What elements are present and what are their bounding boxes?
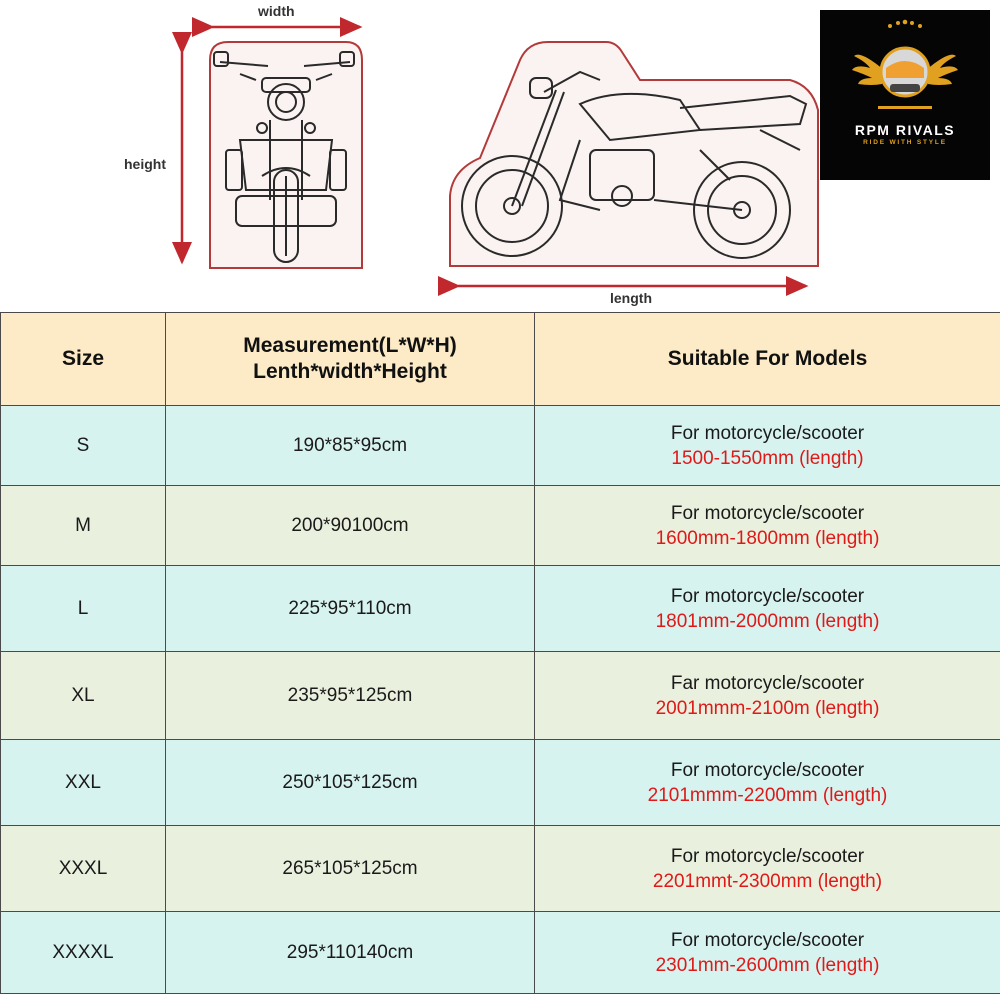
side-view-cover (449, 41, 819, 267)
measurement-header-line1: Measurement(L*W*H) (243, 333, 457, 357)
size-header: Size (0, 312, 166, 406)
length-range-text: 2101mmm-2200mm (length) (647, 784, 888, 806)
table-row: L 225*95*110cm For motorcycle/scooter 18… (0, 565, 1000, 652)
length-range-text: 1500-1550mm (length) (671, 447, 864, 469)
models-header: Suitable For Models (534, 312, 1000, 406)
size-cell: XXXXL (0, 911, 166, 994)
model-text: For motorcycle/scooter (670, 759, 865, 781)
size-cell: XL (0, 651, 166, 740)
measurement-cell: 295*110140cm (165, 911, 535, 994)
measurement-cell: 200*90100cm (165, 485, 535, 566)
models-cell: Far motorcycle/scooter 2001mmm-2100m (le… (534, 651, 1000, 740)
table-row: XXXXL 295*110140cm For motorcycle/scoote… (0, 911, 1000, 994)
size-cell: XXL (0, 739, 166, 826)
measurement-header: Measurement(L*W*H) Lenth*width*Height (165, 312, 535, 406)
model-text: Far motorcycle/scooter (670, 672, 865, 694)
brand-tagline: RIDE WITH STYLE (863, 139, 947, 146)
models-cell: For motorcycle/scooter 1500-1550mm (leng… (534, 405, 1000, 486)
table-header-row: Size Measurement(L*W*H) Lenth*width*Heig… (0, 312, 1000, 406)
length-range-text: 1600mm-1800mm (length) (655, 527, 880, 549)
model-text: For motorcycle/scooter (670, 929, 865, 951)
model-text: For motorcycle/scooter (670, 502, 865, 524)
cover-diagram: width height length (0, 0, 1000, 312)
length-label: length (610, 290, 652, 306)
winged-helmet-icon (852, 19, 958, 109)
size-cell: L (0, 565, 166, 652)
length-range-text: 1801mm-2000mm (length) (655, 610, 880, 632)
models-cell: For motorcycle/scooter 2201mmt-2300mm (l… (534, 825, 1000, 912)
table-row: XXXL 265*105*125cm For motorcycle/scoote… (0, 825, 1000, 912)
length-range-text: 2301mm-2600mm (length) (655, 954, 880, 976)
side-motorcycle-drawing (461, 70, 808, 259)
width-label: width (258, 3, 295, 19)
cover-diagram-svg (172, 17, 819, 296)
models-cell: For motorcycle/scooter 1801mm-2000mm (le… (534, 565, 1000, 652)
measurement-cell: 235*95*125cm (165, 651, 535, 740)
measurement-cell: 190*85*95cm (165, 405, 535, 486)
model-text: For motorcycle/scooter (670, 585, 865, 607)
measurement-cell: 225*95*110cm (165, 565, 535, 652)
size-cell: M (0, 485, 166, 566)
models-cell: For motorcycle/scooter 2101mmm-2200mm (l… (534, 739, 1000, 826)
measurement-cell: 265*105*125cm (165, 825, 535, 912)
table-row: M 200*90100cm For motorcycle/scooter 160… (0, 485, 1000, 566)
measurement-header-line2: Lenth*width*Height (253, 360, 447, 383)
measurement-cell: 250*105*125cm (165, 739, 535, 826)
models-cell: For motorcycle/scooter 2301mm-2600mm (le… (534, 911, 1000, 994)
model-text: For motorcycle/scooter (670, 845, 865, 867)
length-range-text: 2001mmm-2100m (length) (655, 697, 880, 719)
models-cell: For motorcycle/scooter 1600mm-1800mm (le… (534, 485, 1000, 566)
brand-name: RPM RIVALS (854, 122, 956, 138)
front-motorcycle-drawing (213, 51, 355, 263)
table-row: S 190*85*95cm For motorcycle/scooter 150… (0, 405, 1000, 486)
brand-logo: RPM RIVALS RIDE WITH STYLE (820, 10, 990, 180)
table-row: XL 235*95*125cm Far motorcycle/scooter 2… (0, 651, 1000, 740)
size-cell: S (0, 405, 166, 486)
size-table: Size Measurement(L*W*H) Lenth*width*Heig… (0, 312, 1000, 994)
front-view-cover (209, 41, 363, 269)
length-range-text: 2201mmt-2300mm (length) (652, 870, 883, 892)
model-text: For motorcycle/scooter (670, 422, 865, 444)
size-cell: XXXL (0, 825, 166, 912)
table-row: XXL 250*105*125cm For motorcycle/scooter… (0, 739, 1000, 826)
height-label: height (124, 156, 166, 172)
